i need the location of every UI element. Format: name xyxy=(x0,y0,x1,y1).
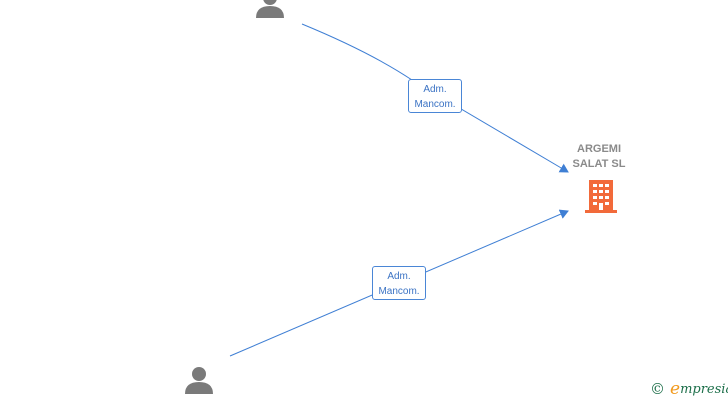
brand-logo: © e mpresia xyxy=(650,379,728,399)
edge-label-top[interactable]: Adm. Mancom. xyxy=(408,79,462,113)
copyright-symbol: © xyxy=(650,380,665,398)
edge-label-line2: Mancom. xyxy=(378,286,420,297)
building-icon[interactable] xyxy=(584,178,618,214)
brand-name: mpresia xyxy=(680,381,728,397)
company-name-line2: SALAT SL xyxy=(572,158,626,170)
edge-label-line1: Adm. xyxy=(387,271,411,282)
person-icon[interactable] xyxy=(254,0,286,20)
edge-label-line2: Mancom. xyxy=(414,99,456,110)
edge-top-line xyxy=(301,23,569,173)
edge-label-bottom[interactable]: Adm. Mancom. xyxy=(372,266,426,300)
brand-initial: e xyxy=(670,379,681,399)
company-name[interactable]: ARGEMI SALAT SL xyxy=(554,142,644,172)
edge-label-line1: Adm. xyxy=(423,84,447,95)
company-name-line1: ARGEMI xyxy=(577,143,621,155)
person-icon[interactable] xyxy=(183,364,215,396)
